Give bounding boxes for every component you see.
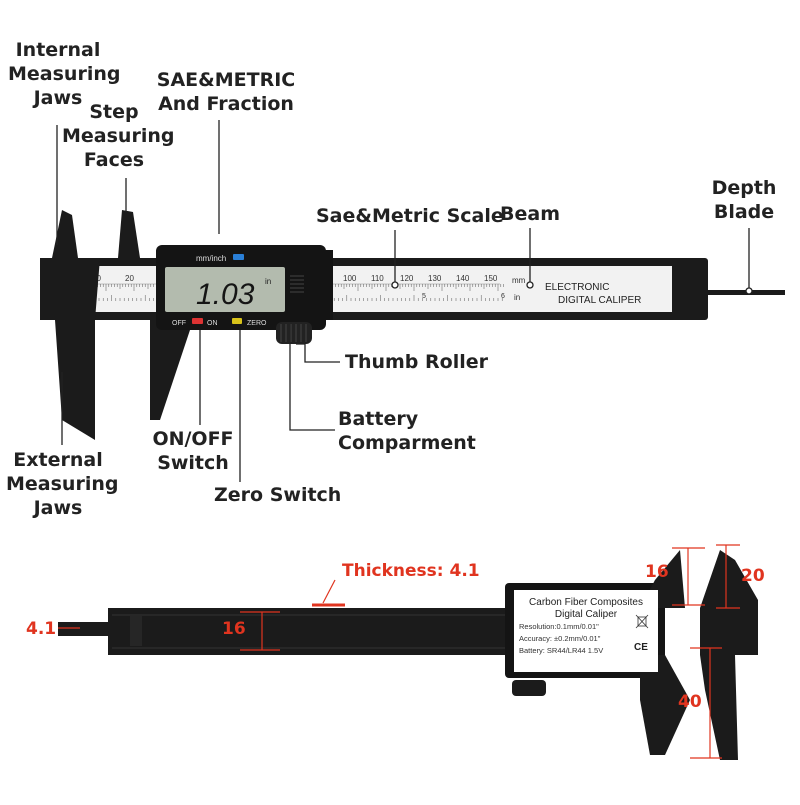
sticker-title-line2: Digital Caliper xyxy=(555,609,618,620)
scale-unit-mm: mm xyxy=(512,276,526,285)
scale-label: Sae&Metric Scale xyxy=(316,205,504,227)
lcd-reading: 1.03 xyxy=(196,278,255,311)
jaw-gap-dimension: 20 xyxy=(741,566,765,586)
back-caliper: Carbon Fiber Composites Digital Caliper … xyxy=(58,550,758,760)
sae-metric-label: SAE&METRIC And Fraction xyxy=(156,69,296,115)
scale-unit-in: in xyxy=(514,293,520,302)
mode-button-label: mm/inch xyxy=(196,254,226,263)
jaw-length-dimension: 40 xyxy=(678,692,702,712)
thickness-dimension: Thickness: 4.1 xyxy=(342,561,480,581)
thumb-roller-label: Thumb Roller xyxy=(345,351,488,373)
off-label: OFF xyxy=(172,320,186,327)
scale-digit: 6 xyxy=(501,293,505,300)
zero-label: ZERO xyxy=(247,320,267,327)
dimension-lines xyxy=(58,544,740,759)
external-jaw-sliding xyxy=(150,320,195,420)
scale-number: 120 xyxy=(400,274,414,283)
on-off-label: ON/OFF Switch xyxy=(152,428,234,474)
beam-height-dimension: 16 xyxy=(222,619,246,639)
depth-blade-label: Depth Blade xyxy=(711,177,777,223)
beam-text-line1: ELECTRONIC xyxy=(545,282,609,293)
scale-number: 150 xyxy=(484,274,498,283)
depth-blade-back xyxy=(58,622,118,636)
internal-jaw-fixed xyxy=(52,210,78,258)
on-off-button[interactable] xyxy=(192,318,203,324)
spec-sticker xyxy=(514,590,658,672)
external-jaw-fixed xyxy=(40,258,100,440)
front-caliper: 10 20 100 110 120 130 140 150 5 6 mm in … xyxy=(40,210,785,440)
sliding-jaw-back xyxy=(640,655,690,755)
scale-number: 140 xyxy=(456,274,470,283)
lcd-unit: in xyxy=(265,277,271,286)
scale-number: 100 xyxy=(343,274,357,283)
lcd-screen xyxy=(165,267,285,312)
spec-accuracy: Accuracy: ±0.2mm/0.01" xyxy=(519,634,601,643)
spec-resolution: Resolution:0.1mm/0.01" xyxy=(519,622,599,631)
on-label: ON xyxy=(207,320,218,327)
depth-blade xyxy=(700,290,785,295)
depth-blade-width-dimension: 4.1 xyxy=(26,619,57,639)
scale-digit: 5 xyxy=(422,293,426,300)
zero-switch-label: Zero Switch xyxy=(214,484,342,506)
thumb-roller[interactable] xyxy=(276,322,312,344)
ce-mark: CE xyxy=(634,642,648,653)
beam-label: Beam xyxy=(500,203,560,225)
jaw-width-dimension: 16 xyxy=(645,562,669,582)
beam-text-line2: DIGITAL CALIPER xyxy=(558,295,641,306)
battery-label: Battery Comparment xyxy=(338,408,476,454)
zero-button[interactable] xyxy=(232,318,242,324)
scale-number: 20 xyxy=(125,274,134,283)
sticker-title-line1: Carbon Fiber Composites xyxy=(529,597,643,608)
scale-number: 130 xyxy=(428,274,442,283)
wheelie-bin-icon xyxy=(635,614,649,629)
fixed-jaw-back xyxy=(700,550,758,760)
leader-lines xyxy=(56,120,753,482)
scale-number: 110 xyxy=(371,274,384,283)
spec-battery: Battery: SR44/LR44 1.5V xyxy=(519,646,603,655)
external-jaws-label: External Measuring Jaws xyxy=(6,449,119,519)
internal-jaw-sliding xyxy=(118,210,140,258)
mode-button[interactable] xyxy=(233,254,244,260)
internal-jaws-label: Internal Measuring Jaws xyxy=(8,39,121,109)
step-faces-label: Step Measuring Faces xyxy=(62,101,175,171)
